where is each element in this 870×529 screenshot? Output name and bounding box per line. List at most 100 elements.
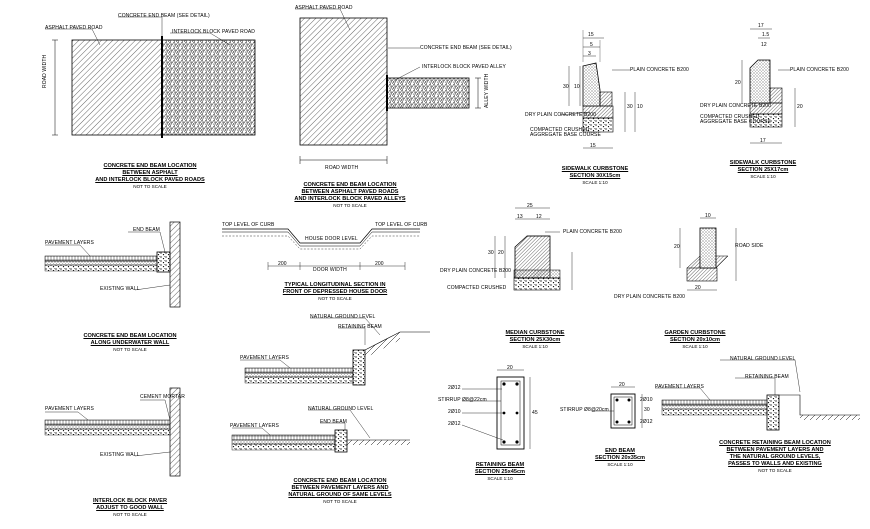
bar-2t10-label: 2Ø10 <box>448 409 461 415</box>
interlock-block-paved-alley-label: INTERLOCK BLOCK PAVED ALLEY <box>422 64 506 70</box>
plain-concrete-label-3: PLAIN CONCRETE B200 <box>563 229 622 235</box>
asphalt-paved-road-label-2: ASPHALT PAVED ROAD <box>295 5 353 11</box>
end-beam-underwater-wall <box>44 221 181 308</box>
dim-25: 25 <box>527 203 533 209</box>
median-curbstone-25x30 <box>494 207 573 291</box>
interlock-block-paved-road-label: INTERLOCK BLOCK PAVED ROAD <box>172 29 255 35</box>
concrete-end-beam-label-2: CONCRETE END BEAM (SEE DETAIL) <box>420 45 512 51</box>
dim-3: 3 <box>588 51 591 57</box>
alley-width-label: ALLEY WIDTH <box>484 73 490 108</box>
dim-30-c: 30 <box>488 250 494 256</box>
compacted-crushed-label-3: COMPACTED CRUSHED <box>447 285 507 291</box>
dim-10: 10 <box>574 84 580 90</box>
dim-200-b: 200 <box>375 261 384 267</box>
scale-11: SCALE 1:10 <box>487 476 513 481</box>
asphalt-paved-road-label: ASPHALT PAVED ROAD <box>45 25 103 31</box>
scale-9: NOT TO SCALE <box>113 512 147 517</box>
scale-8: SCALE 1:10 <box>682 344 708 349</box>
natural-ground-level-label-2: NATURAL GROUND LEVEL <box>308 406 374 412</box>
scale-2: NOT TO SCALE <box>333 203 367 208</box>
dry-plain-concrete-label-2: DRY PLAIN CONCRETE B200 <box>700 103 772 109</box>
dim-15-b: 15 <box>590 143 596 149</box>
dim-10-b: 10 <box>637 104 643 110</box>
natural-ground-level-label-3: NATURAL GROUND LEVEL <box>730 356 796 362</box>
garden-curbstone-20x10 <box>679 217 737 291</box>
road-side-label: ROAD SIDE <box>735 243 764 249</box>
retaining-beam-location-mid <box>240 317 430 386</box>
pavement-layers-label-4: PAVEMENT LAYERS <box>230 423 279 429</box>
scale-10: NOT TO SCALE <box>323 499 357 504</box>
dim-200: 200 <box>278 261 287 267</box>
dim-5: 5 <box>590 42 593 48</box>
retaining-beam-label-2: RETAINING BEAM <box>745 374 789 380</box>
dim-12-b: 12 <box>536 214 542 220</box>
bar-2t12b-label: 2Ø12 <box>448 421 461 427</box>
scale-4: SCALE 1:10 <box>750 174 776 179</box>
dim-20: 20 <box>735 80 741 86</box>
sidewalk-curbstone-25x17 <box>741 28 796 144</box>
stirrup-8-20-label: STIRRUP Ø8@20cm <box>560 407 609 413</box>
compacted-crushed-label: COMPACTED CRUSHED <box>530 127 590 133</box>
dim-30-d: 30 <box>644 407 650 413</box>
dry-plain-concrete-label-4: DRY PLAIN CONCRETE B200 <box>614 294 686 300</box>
scale-6: NOT TO SCALE <box>318 296 352 301</box>
compacted-crushed-label-2: COMPACTED CRUSHED <box>700 114 760 120</box>
end-beam-label: END BEAM <box>133 227 160 233</box>
dim-20-f: 20 <box>507 365 513 371</box>
plain-concrete-label-2: PLAIN CONCRETE B200 <box>790 67 849 73</box>
retaining-beam-label: RETAINING BEAM <box>338 324 382 330</box>
door-width-label: DOOR WIDTH <box>313 267 347 273</box>
pavement-layers-label-3: PAVEMENT LAYERS <box>240 355 289 361</box>
dim-20-e: 20 <box>695 285 701 291</box>
aggregate-base-label: AGGREGATE BASE COURSE <box>530 132 601 138</box>
dim-10-c: 10 <box>705 213 711 219</box>
retaining-beam-location-right <box>655 359 860 431</box>
dim-13: 13 <box>517 214 523 220</box>
dim-20-g: 20 <box>619 382 625 388</box>
dry-plain-concrete-label: DRY PLAIN CONCRETE B200 <box>525 112 597 118</box>
top-level-curb-left-label: TOP LEVEL OF CURB <box>222 222 275 228</box>
scale-7: SCALE 1:10 <box>522 344 548 349</box>
plain-concrete-label: PLAIN CONCRETE B200 <box>630 67 689 73</box>
existing-wall-label: EXISTING WALL <box>100 286 140 292</box>
dim-17: 17 <box>758 23 764 29</box>
plan-asphalt-road-alley <box>295 8 481 164</box>
bar-2t12-label-2: 2Ø12 <box>640 419 653 425</box>
dim-17-b: 17 <box>760 138 766 144</box>
interlock-paver-adjust-wall <box>44 387 181 477</box>
longitudinal-section-door <box>222 228 420 270</box>
retaining-beam-section <box>461 369 531 450</box>
dim-30-b: 30 <box>627 104 633 110</box>
end-beam-section <box>592 386 643 429</box>
dim-20-b: 20 <box>797 104 803 110</box>
sidewalk-curbstone-30x15 <box>559 30 636 149</box>
bar-2t10-label-2: 2Ø10 <box>640 397 653 403</box>
dry-plain-concrete-label-3: DRY PLAIN CONCRETE B200 <box>440 268 512 274</box>
top-level-curb-right-label: TOP LEVEL OF CURB <box>375 222 428 228</box>
end-beam-location-same-level <box>231 409 410 453</box>
pavement-layers-label-5: PAVEMENT LAYERS <box>655 384 704 390</box>
existing-wall-label-2: EXISTING WALL <box>100 452 140 458</box>
bar-2t12-label: 2Ø12 <box>448 385 461 391</box>
dim-30: 30 <box>563 84 569 90</box>
dim-15: 15 <box>588 32 594 38</box>
dim-45: 45 <box>532 410 538 416</box>
scale-13: NOT TO SCALE <box>758 468 792 473</box>
concrete-end-beam-label: CONCRETE END BEAM (SEE DETAIL) <box>118 13 210 19</box>
pavement-layers-label-2: PAVEMENT LAYERS <box>45 406 94 412</box>
dim-1-5: 1.5 <box>762 32 770 38</box>
scale-1: NOT TO SCALE <box>133 184 167 189</box>
